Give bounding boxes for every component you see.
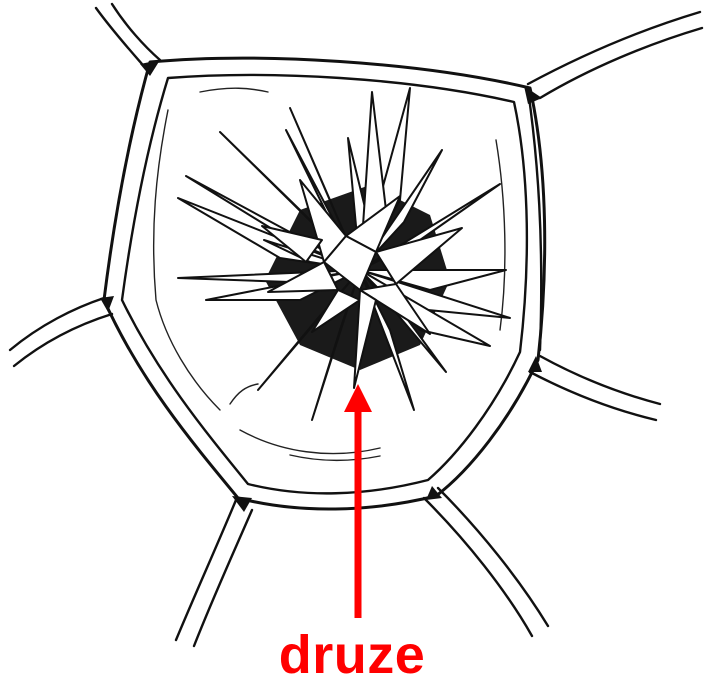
wall-left-inner [14,314,112,366]
wall-lower-right [438,488,548,626]
wall-left [10,298,104,350]
druse-crystal [178,88,510,420]
membrane-right [496,140,505,330]
junction-right [528,356,542,372]
membrane-bottom-2 [290,455,380,460]
wall-far-right [528,90,541,350]
junction-top-right [524,86,542,104]
membrane-left [154,110,220,410]
wall-upper-left-inner [112,4,160,60]
junction-left [100,296,114,312]
junction-top-left [140,60,160,76]
wall-upper-right-inner [540,28,702,98]
membrane-lower-left [230,384,258,404]
wall-upper-right [528,12,700,84]
arrow-head [344,384,372,412]
wall-right [540,356,660,404]
wall-right-inner [530,372,656,420]
membrane-top [200,88,268,92]
wall-lower-right-inner [424,498,532,636]
druse-label: druze [0,628,704,682]
annotation-arrow [344,384,372,618]
